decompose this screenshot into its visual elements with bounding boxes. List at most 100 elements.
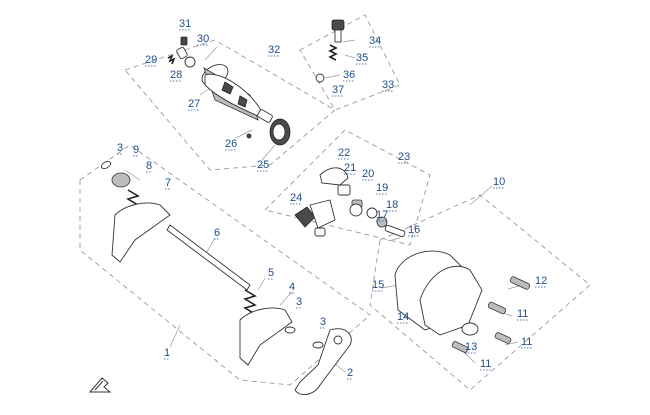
svg-text:24: 24 (290, 192, 302, 204)
svg-text:3: 3 (117, 142, 123, 154)
svg-text:15: 15 (372, 279, 384, 291)
svg-text:10: 10 (493, 176, 505, 188)
callout-31: 31 (179, 18, 191, 31)
callout-10: 10 (493, 176, 505, 189)
svg-text:2: 2 (347, 367, 353, 379)
callout-34: 34 (369, 35, 381, 48)
svg-text:30: 30 (197, 33, 209, 45)
svg-text:34: 34 (369, 35, 381, 47)
callout-36: 36 (343, 69, 355, 82)
callout-8: 8 (146, 160, 152, 173)
svg-text:26: 26 (225, 138, 237, 150)
callout-29: 29 (145, 54, 157, 67)
callout-35: 35 (356, 52, 368, 65)
callout-28: 28 (170, 69, 182, 82)
detent-parts (315, 19, 345, 83)
detent-group-frame (299, 14, 401, 111)
lower-shift-fork (239, 289, 324, 366)
svg-text:21: 21 (344, 162, 356, 174)
svg-text:17: 17 (376, 209, 388, 221)
svg-text:19: 19 (376, 182, 388, 194)
callout-24: 24 (290, 192, 302, 205)
svg-text:28: 28 (170, 69, 182, 81)
svg-text:20: 20 (362, 168, 374, 180)
small-pin-parts (167, 36, 196, 68)
svg-text:5: 5 (268, 267, 274, 279)
callout-22: 22 (338, 147, 350, 160)
callout-3-upper: 3 (117, 142, 123, 155)
callout-18: 18 (386, 199, 398, 212)
callout-17: 17 (376, 209, 388, 222)
callout-16: 16 (408, 224, 420, 237)
direction-arrow-icon (88, 377, 112, 393)
callout-4: 4 (289, 281, 295, 294)
svg-text:11: 11 (517, 308, 528, 320)
callout-1: 1 (164, 347, 170, 360)
svg-text:33: 33 (382, 79, 394, 91)
callout-11-lower: 11 (480, 358, 492, 371)
callout-6: 6 (214, 227, 220, 240)
svg-text:11: 11 (521, 336, 532, 348)
callout-labels: 31 30 29 28 27 32 26 25 34 35 36 37 33 3… (117, 18, 547, 380)
callout-21: 21 (344, 162, 356, 175)
shaft-assembly-parts (294, 167, 406, 238)
svg-text:11: 11 (480, 358, 491, 370)
svg-text:36: 36 (343, 69, 355, 81)
callout-9: 9 (133, 144, 139, 157)
shift-drum (201, 64, 273, 139)
callout-13: 13 (465, 341, 477, 354)
callout-2: 2 (347, 367, 353, 380)
svg-text:14: 14 (397, 311, 409, 323)
svg-text:16: 16 (408, 224, 420, 236)
svg-text:9: 9 (133, 144, 139, 156)
svg-text:3: 3 (296, 296, 302, 308)
callout-20: 20 (362, 168, 374, 181)
svg-text:3: 3 (320, 316, 326, 328)
callout-3-middle: 3 (296, 296, 302, 309)
svg-text:32: 32 (268, 44, 280, 56)
callout-27: 27 (188, 98, 200, 111)
svg-text:7: 7 (165, 177, 171, 189)
svg-text:35: 35 (356, 52, 368, 64)
svg-text:37: 37 (332, 84, 344, 96)
callout-25: 25 (257, 159, 269, 172)
callout-15: 15 (372, 279, 384, 292)
callout-19: 19 (376, 182, 388, 195)
svg-text:18: 18 (386, 199, 398, 211)
svg-text:1: 1 (164, 347, 170, 359)
callout-3-lower: 3 (320, 316, 326, 329)
drum-bearing (269, 118, 291, 146)
shift-arm (294, 328, 352, 396)
fork-shaft (166, 224, 251, 291)
svg-text:4: 4 (289, 281, 295, 293)
callout-23: 23 (398, 151, 410, 164)
callout-11-upper: 11 (517, 308, 529, 321)
callout-11-right: 11 (521, 336, 533, 349)
svg-text:23: 23 (398, 151, 410, 163)
svg-text:13: 13 (465, 341, 477, 353)
svg-text:25: 25 (257, 159, 269, 171)
svg-text:22: 22 (338, 147, 350, 159)
callout-7: 7 (165, 177, 171, 190)
callout-32: 32 (268, 44, 280, 57)
shift-fork-group-frame (79, 144, 371, 386)
callout-14: 14 (397, 311, 409, 324)
callout-33: 33 (382, 79, 394, 92)
cover-group-frame (369, 194, 591, 391)
upper-shift-fork (100, 160, 171, 263)
callout-12: 12 (535, 275, 547, 288)
svg-text:27: 27 (188, 98, 200, 110)
svg-text:6: 6 (214, 227, 220, 239)
callout-26: 26 (225, 138, 237, 151)
shaft-assembly-frame (264, 129, 431, 246)
cover-assembly (394, 250, 531, 353)
callout-37: 37 (332, 84, 344, 97)
callout-30: 30 (197, 33, 209, 46)
callout-5: 5 (268, 267, 274, 280)
svg-text:31: 31 (179, 18, 191, 30)
svg-text:8: 8 (146, 160, 152, 172)
svg-text:12: 12 (535, 275, 547, 287)
svg-text:29: 29 (145, 54, 157, 66)
